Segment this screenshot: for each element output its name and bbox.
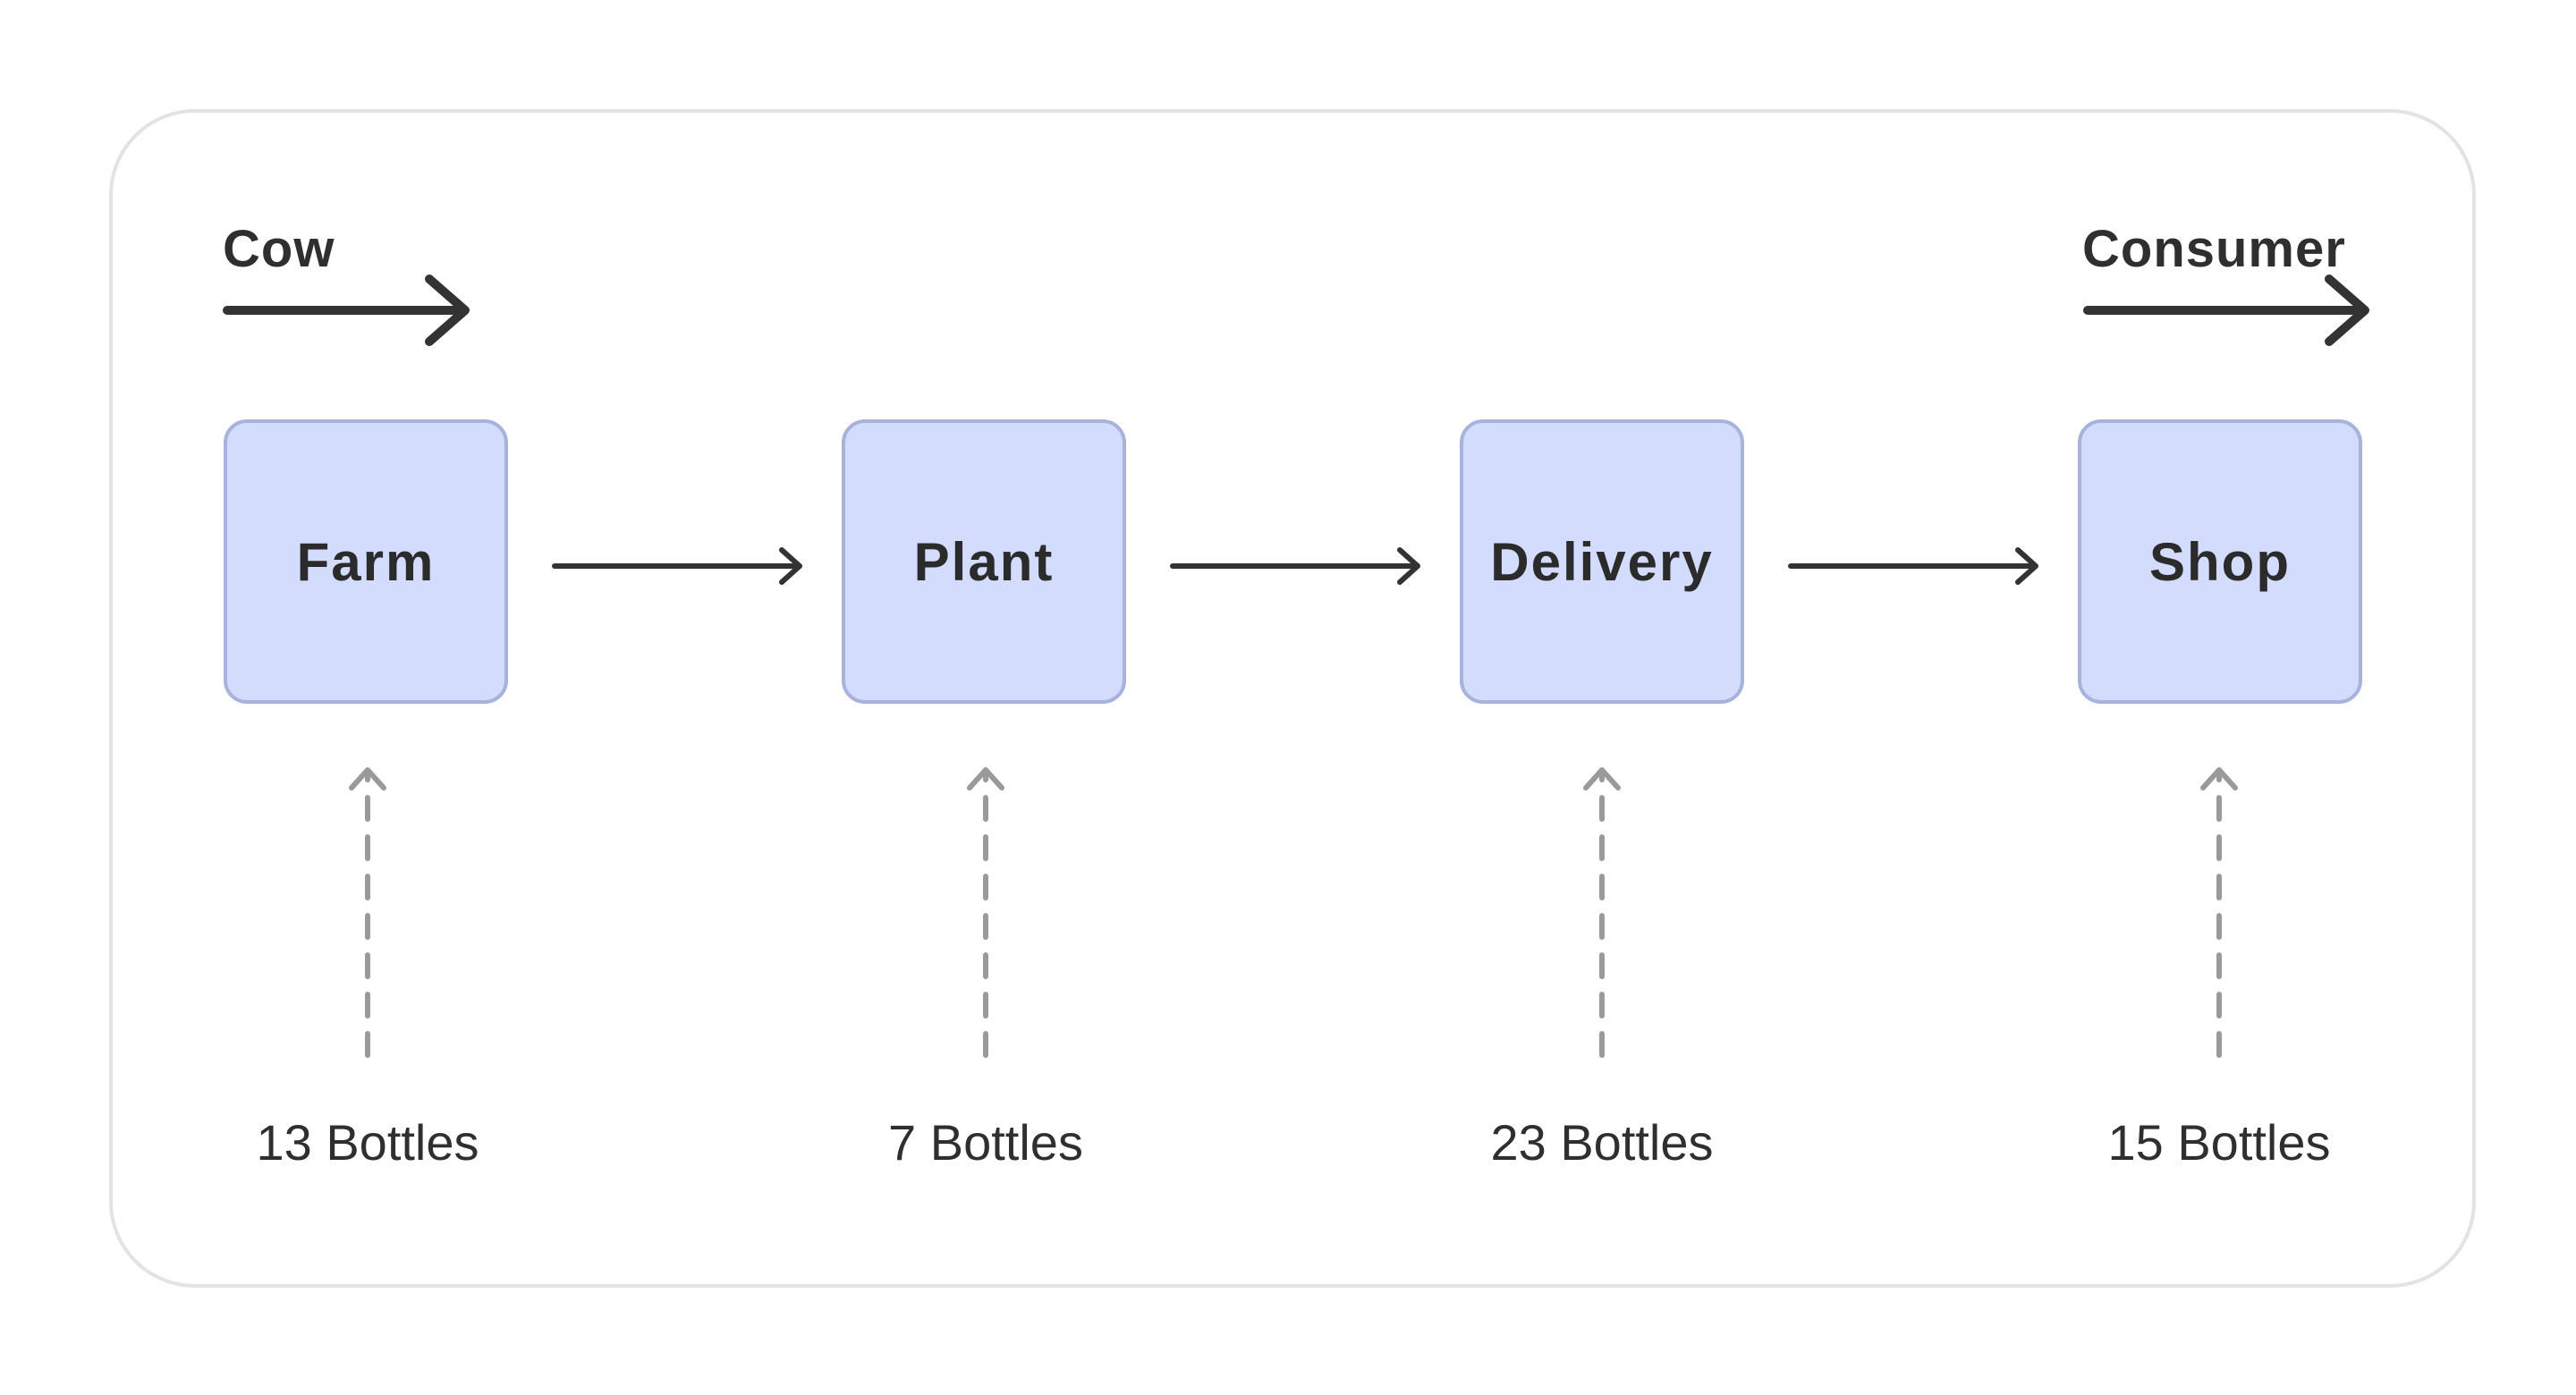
count-label-shop: 15 Bottles — [2107, 1114, 2331, 1171]
stage-box-plant: Plant — [842, 419, 1126, 704]
stage-label-delivery: Delivery — [1490, 531, 1714, 592]
stage-box-delivery: Delivery — [1460, 419, 1744, 704]
count-label-plant: 7 Bottles — [888, 1114, 1083, 1171]
stage-label-plant: Plant — [913, 531, 1055, 592]
stage-box-farm: Farm — [224, 419, 508, 704]
stage-box-shop: Shop — [2078, 419, 2362, 704]
diagram-frame — [109, 109, 2476, 1288]
flow-start-label: Cow — [223, 220, 335, 278]
count-label-delivery: 23 Bottles — [1490, 1114, 1714, 1171]
flow-end-label: Consumer — [2082, 220, 2346, 278]
count-label-farm: 13 Bottles — [256, 1114, 479, 1171]
stage-label-farm: Farm — [296, 531, 436, 592]
stage-label-shop: Shop — [2149, 531, 2291, 592]
